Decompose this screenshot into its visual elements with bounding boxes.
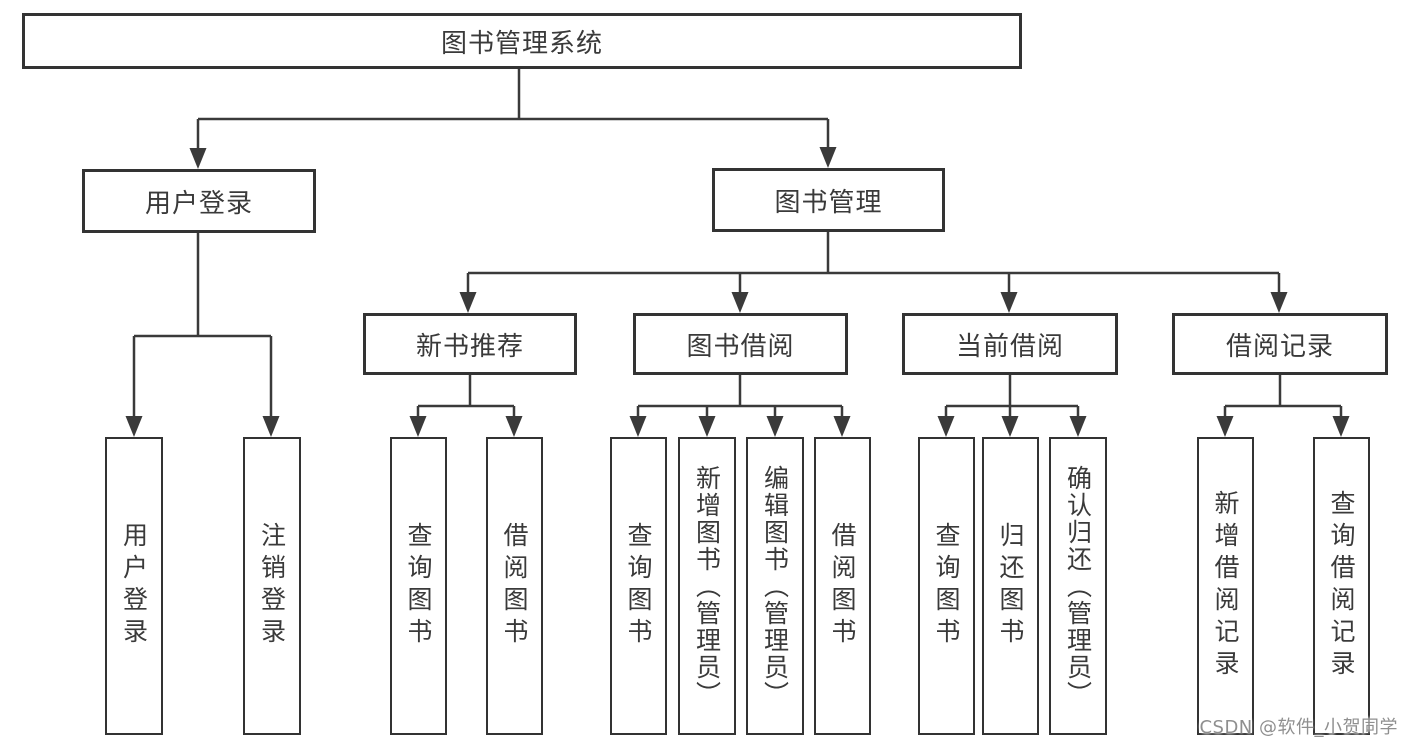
leaf-add-book-admin: 新增图书（管理员） xyxy=(678,437,736,735)
node-book-management: 图书管理 xyxy=(712,168,945,232)
leaf-label: 查询图书 xyxy=(932,522,961,650)
node-root: 图书管理系统 xyxy=(22,13,1022,69)
leaf-confirm-return-admin: 确认归还（管理员） xyxy=(1049,437,1107,735)
leaf-label: 查询图书 xyxy=(624,522,653,650)
leaf-query-books-borrow: 查询图书 xyxy=(610,437,667,735)
leaf-edit-book-admin: 编辑图书（管理员） xyxy=(746,437,804,735)
node-book-borrow: 图书借阅 xyxy=(633,313,848,375)
leaf-return-book: 归还图书 xyxy=(982,437,1039,735)
leaf-label: 新增图书（管理员） xyxy=(692,464,722,708)
leaf-query-books-current: 查询图书 xyxy=(918,437,975,735)
leaf-label: 用户登录 xyxy=(119,522,149,650)
watermark: CSDN @软件_小贺同学 xyxy=(1199,717,1398,738)
leaf-label: 归还图书 xyxy=(996,522,1025,650)
arrowheads xyxy=(125,147,1350,437)
leaf-query-books-recommend: 查询图书 xyxy=(390,437,447,735)
leaf-label: 新增借阅记录 xyxy=(1211,490,1240,682)
leaf-label: 注销登录 xyxy=(257,522,287,650)
node-new-book-recommend: 新书推荐 xyxy=(363,313,577,375)
leaf-add-borrow-record: 新增借阅记录 xyxy=(1197,437,1254,735)
leaf-borrow-books-borrow: 借阅图书 xyxy=(814,437,871,735)
leaf-user-login: 用户登录 xyxy=(105,437,163,735)
leaf-label: 查询图书 xyxy=(404,522,433,650)
leaf-label: 编辑图书（管理员） xyxy=(760,464,790,708)
leaf-logout: 注销登录 xyxy=(243,437,301,735)
leaf-label: 确认归还（管理员） xyxy=(1063,464,1093,708)
leaf-label: 借阅图书 xyxy=(500,522,529,650)
leaf-query-borrow-record: 查询借阅记录 xyxy=(1313,437,1370,735)
leaf-borrow-books-recommend: 借阅图书 xyxy=(486,437,543,735)
node-borrow-records: 借阅记录 xyxy=(1172,313,1388,375)
leaf-label: 借阅图书 xyxy=(828,522,857,650)
leaf-label: 查询借阅记录 xyxy=(1327,490,1356,682)
node-user-login: 用户登录 xyxy=(82,169,316,233)
node-current-borrow: 当前借阅 xyxy=(902,313,1118,375)
